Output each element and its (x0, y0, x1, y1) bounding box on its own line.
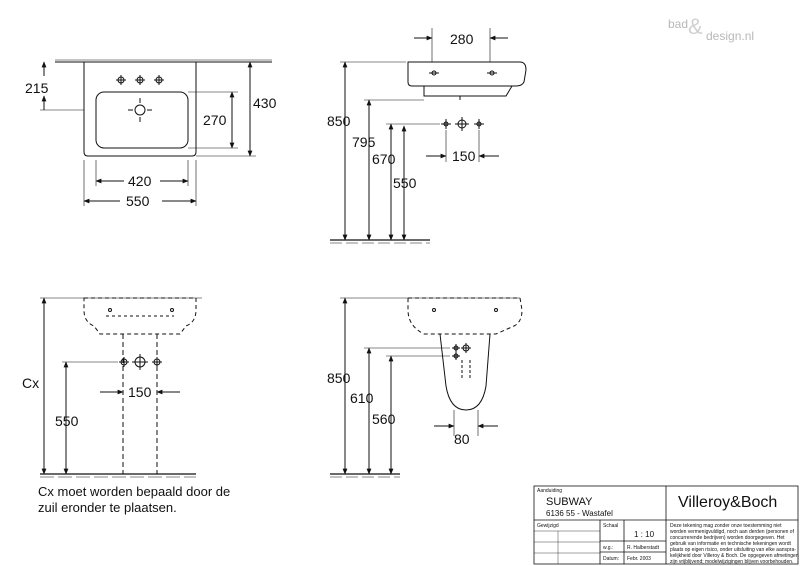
tb-disclaimer-line-1: Deze tekening mag zonder onze toestemmin… (670, 523, 782, 529)
tap-hole-markers (116, 75, 164, 85)
dim-150-pedestal-label: 150 (128, 384, 152, 400)
side-tap-markers (441, 117, 484, 131)
dim-850-pedestal-label: 850 (327, 370, 351, 386)
tb-wg-value: R. Halberstadt (627, 545, 660, 551)
side-pedestal-view (330, 297, 523, 478)
pedestal-tap-markers (119, 354, 162, 370)
tb-brand: Villeroy&Boch (678, 494, 777, 511)
front-view-labels: 215 430 270 420 550 (25, 80, 277, 209)
tb-product-sub: 6136 55 - Wastafel (546, 509, 613, 518)
dim-550-pedestal-label: 550 (55, 413, 79, 429)
drain-circle (134, 104, 146, 116)
dim-150-label: 150 (452, 148, 476, 164)
pedestal-side-outline (439, 333, 491, 411)
watermark-logo: bad & design.nl (668, 14, 754, 43)
title-block (533, 485, 799, 565)
side-pedestal-tap-markers (452, 343, 471, 360)
basin-outline (83, 62, 197, 157)
tb-datum-label: Datum: (603, 556, 619, 562)
dim-610-label: 610 (350, 390, 374, 406)
watermark-brand-right: design.nl (706, 29, 754, 43)
dim-cx-label: Cx (22, 375, 39, 391)
side-pedestal-labels: 850 610 560 80 (327, 370, 470, 447)
tb-wg-label: w.g.: (603, 545, 613, 551)
tb-disclaimer-line-4: gebruik van informatie en technische tek… (670, 541, 792, 547)
dim-795-label: 795 (352, 134, 376, 150)
dim-80-label: 80 (454, 431, 470, 447)
tb-datum-value: Febr. 2003 (627, 556, 651, 562)
basin-side-hidden-outline (407, 297, 523, 335)
tb-schaal-label: Schaal (603, 523, 618, 529)
tb-disclaimer-line-5: plaats op eigen risico, onder uitsluitin… (670, 547, 796, 553)
pedestal-note-line-2: zuil eronder te plaatsen. (38, 500, 177, 515)
tb-disclaimer-line-2: worden vermenigvuldigd, noch aan derden … (670, 529, 795, 535)
dim-850-label: 850 (327, 113, 351, 129)
dim-270-label: 270 (203, 112, 227, 128)
tb-gewijzigd-label: Gewijzigd (537, 523, 559, 529)
watermark-brand-left: bad (668, 17, 688, 31)
tb-aanduiding-label: Aanduiding (537, 488, 562, 494)
pedestal-note-line-1: Cx moet worden bepaald door de (38, 484, 230, 499)
front-view (40, 59, 272, 206)
tb-schaal-value: 1 : 10 (634, 530, 655, 539)
basin-hidden-outline (83, 297, 197, 335)
tb-product: SUBWAY (546, 496, 593, 508)
front-pedestal-labels: Cx 550 150 Cx moet worden bepaald door d… (22, 375, 230, 515)
tb-disclaimer-line-6: kelijkheid door Villeroy & Boch. De opge… (670, 553, 799, 559)
title-block-text: Aanduiding SUBWAY 6136 55 - Wastafel Vil… (537, 488, 799, 565)
side-view-labels: 280 850 795 670 550 150 (327, 31, 476, 191)
dim-550-label: 550 (126, 193, 150, 209)
dim-560-label: 560 (372, 411, 396, 427)
tb-disclaimer-line-7: zijn vrijblijvend; modelwijzigingen blij… (670, 559, 793, 565)
side-view (330, 28, 527, 244)
bowl-outline (95, 91, 189, 149)
watermark-amp: & (688, 14, 703, 39)
dim-215-label: 215 (25, 80, 49, 96)
dim-430-label: 430 (253, 95, 277, 111)
dim-280-label: 280 (450, 31, 474, 47)
tb-disclaimer-line-3: concurrerende bedrijven) worden doorgege… (670, 535, 785, 541)
dim-550-side-label: 550 (393, 175, 417, 191)
front-pedestal-view (40, 297, 202, 478)
dim-420-label: 420 (128, 173, 152, 189)
dim-670-label: 670 (372, 151, 396, 167)
basin-side-outline (407, 61, 527, 87)
